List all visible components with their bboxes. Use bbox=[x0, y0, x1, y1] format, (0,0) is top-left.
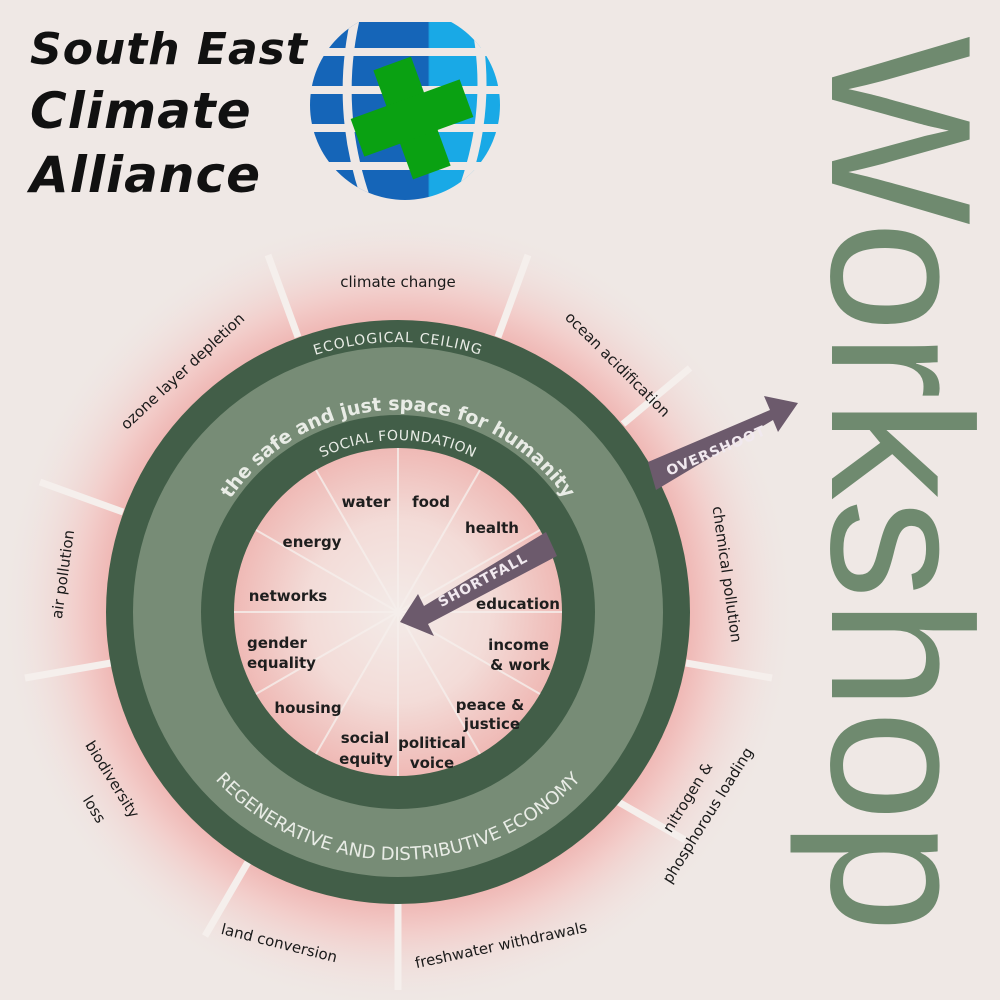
label-equality: equality bbox=[247, 654, 316, 672]
label-gender: gender bbox=[247, 634, 308, 652]
logo-line-3: Alliance bbox=[26, 146, 261, 204]
logo-line-1: South East bbox=[30, 24, 309, 75]
logo: South East Climate Alliance bbox=[26, 10, 500, 204]
label-climate-change: climate change bbox=[340, 273, 455, 291]
label-work: & work bbox=[490, 656, 551, 674]
social-foundation-dimensions: water food health energy networks educat… bbox=[247, 493, 560, 772]
label-voice: voice bbox=[410, 754, 454, 772]
label-food: food bbox=[412, 493, 450, 511]
label-water: water bbox=[342, 493, 391, 511]
doughnut-diagram: ECOLOGICAL CEILING the safe and just spa… bbox=[3, 217, 798, 1000]
label-housing: housing bbox=[274, 699, 341, 717]
workshop-title: Workshop bbox=[789, 36, 1000, 933]
label-political: political bbox=[398, 734, 466, 752]
globe-cross-icon bbox=[310, 10, 500, 200]
label-networks: networks bbox=[249, 587, 328, 605]
outer-spokes bbox=[24, 253, 773, 990]
label-income: income bbox=[488, 636, 549, 654]
label-equity: equity bbox=[339, 750, 393, 768]
logo-line-2: Climate bbox=[30, 82, 252, 140]
label-education: education bbox=[476, 595, 560, 613]
label-peace: peace & bbox=[456, 696, 524, 714]
label-justice: justice bbox=[463, 715, 520, 733]
label-health: health bbox=[465, 519, 519, 537]
label-social: social bbox=[341, 729, 390, 747]
label-energy: energy bbox=[283, 533, 342, 551]
